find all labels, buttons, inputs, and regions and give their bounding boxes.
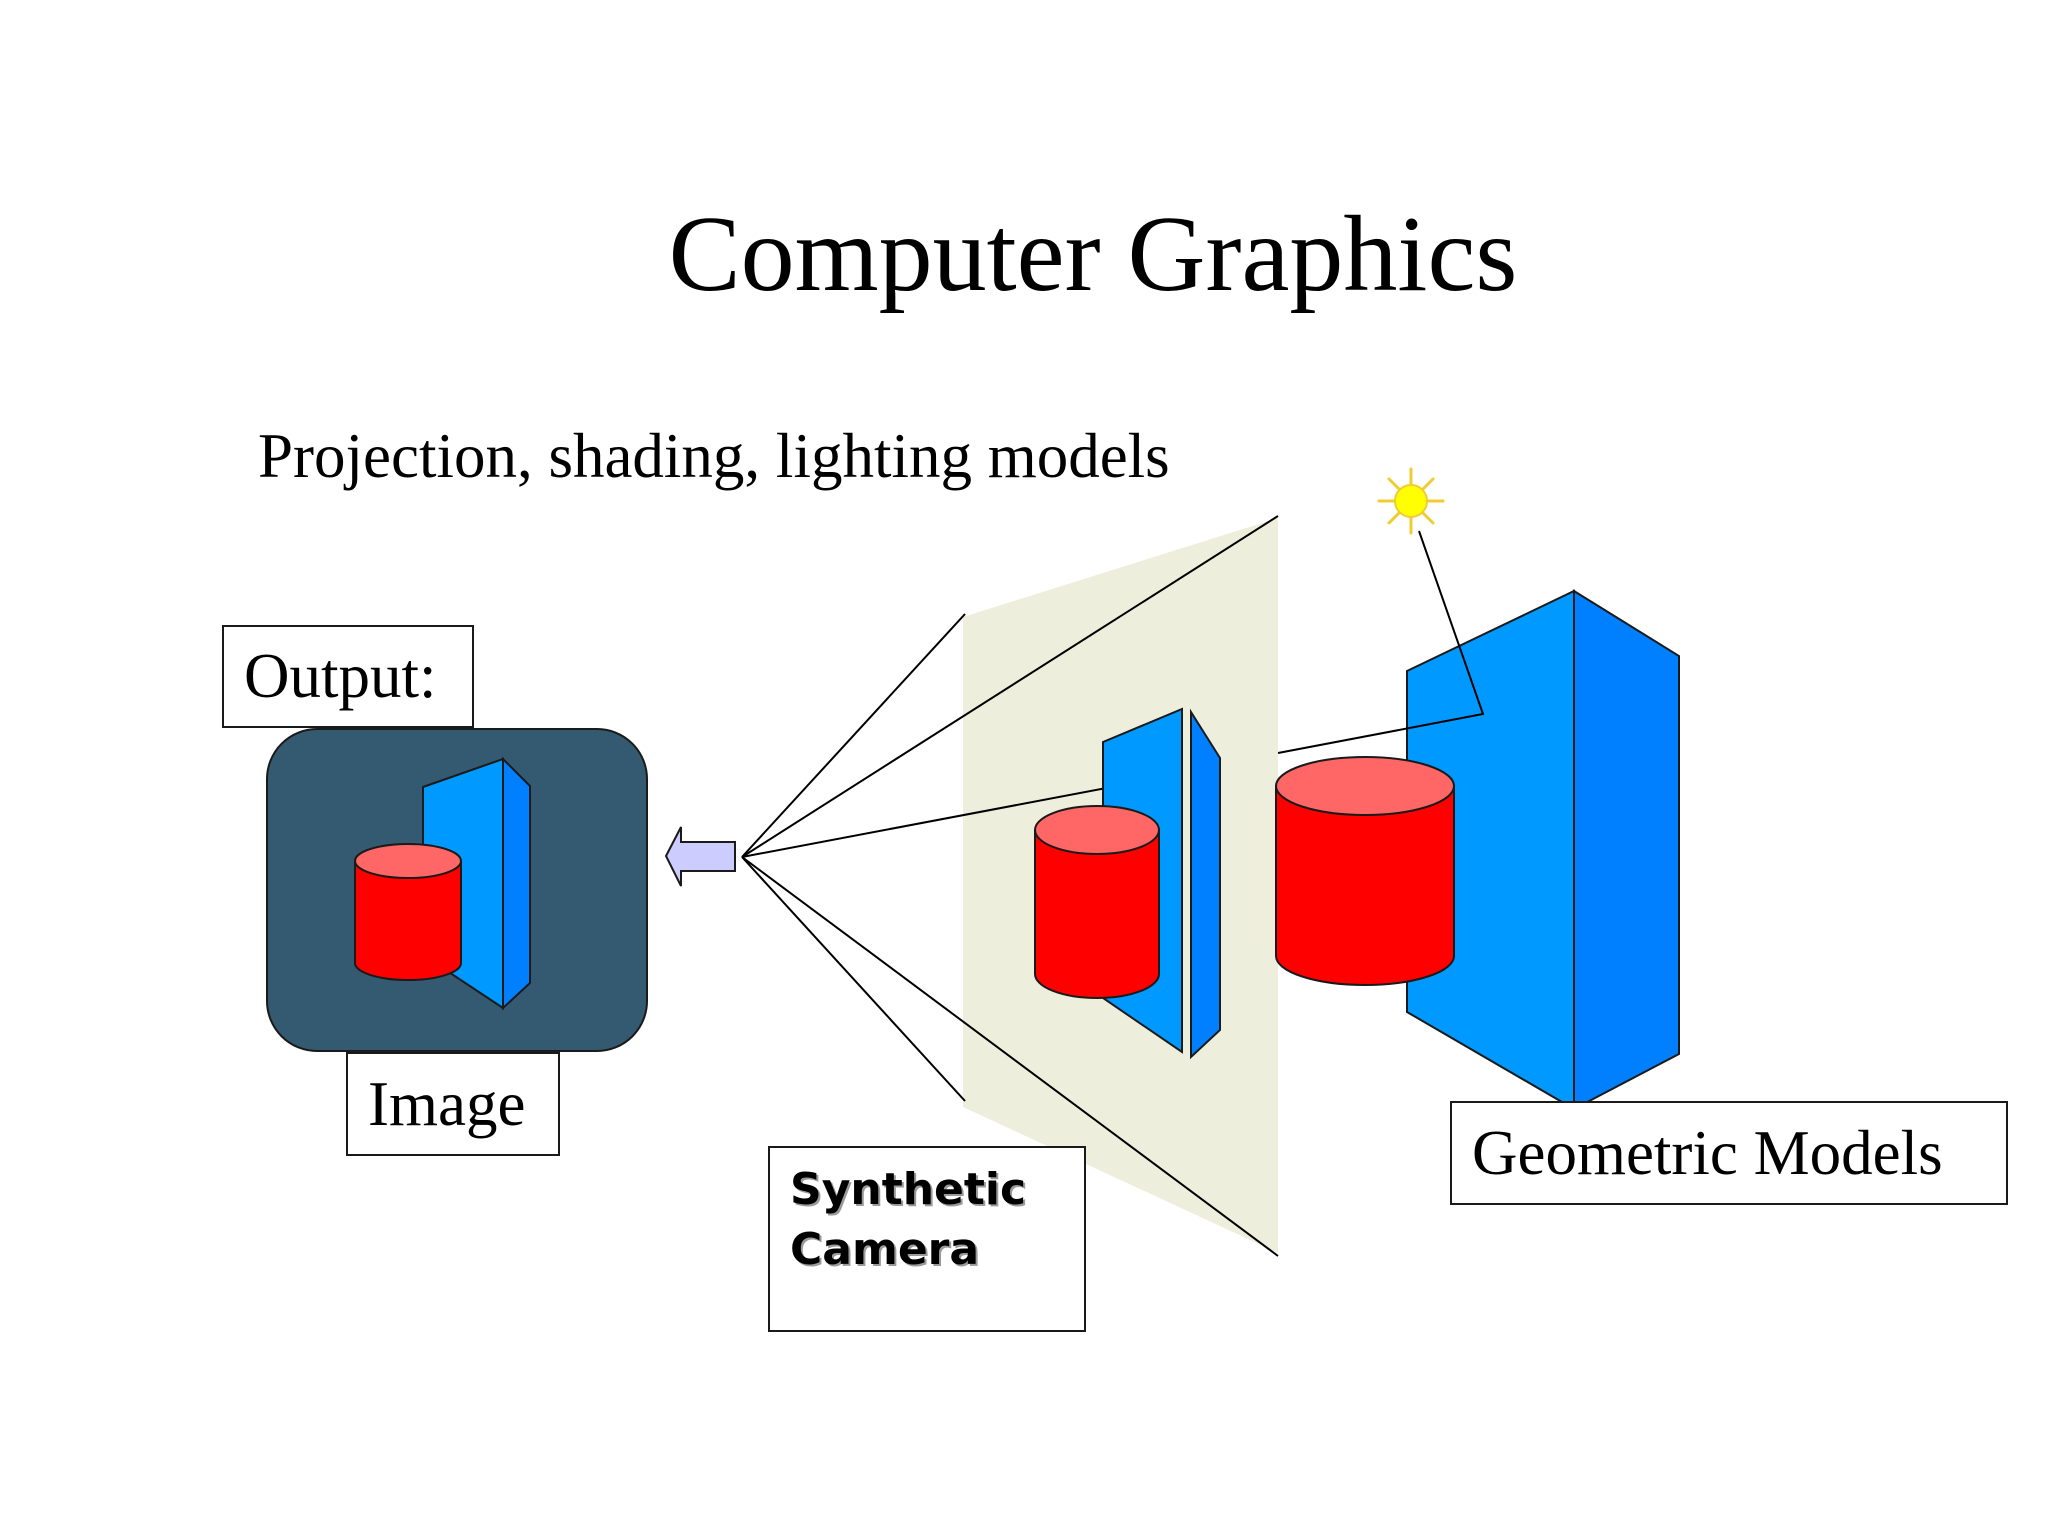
arrow-left-icon bbox=[664, 826, 736, 887]
image-cylinder bbox=[354, 843, 462, 981]
camera-label-line2: Camera bbox=[790, 1224, 980, 1275]
camera-label-line1: Synthetic bbox=[790, 1164, 1027, 1215]
projector-lines bbox=[741, 515, 1279, 1257]
slide-subtitle: Projection, shading, lighting models bbox=[258, 421, 1170, 491]
synthetic-camera-label: Synthetic Camera bbox=[768, 1146, 1086, 1332]
light-ray bbox=[1277, 530, 1485, 754]
projected-cylinder bbox=[1034, 805, 1160, 999]
image-label: Image bbox=[346, 1052, 560, 1156]
output-label: Output: bbox=[222, 625, 474, 728]
slide-title: Computer Graphics bbox=[668, 195, 1518, 314]
sun-icon bbox=[1377, 467, 1445, 535]
model-cylinder bbox=[1275, 756, 1455, 986]
geometric-models-label: Geometric Models bbox=[1450, 1101, 2008, 1205]
